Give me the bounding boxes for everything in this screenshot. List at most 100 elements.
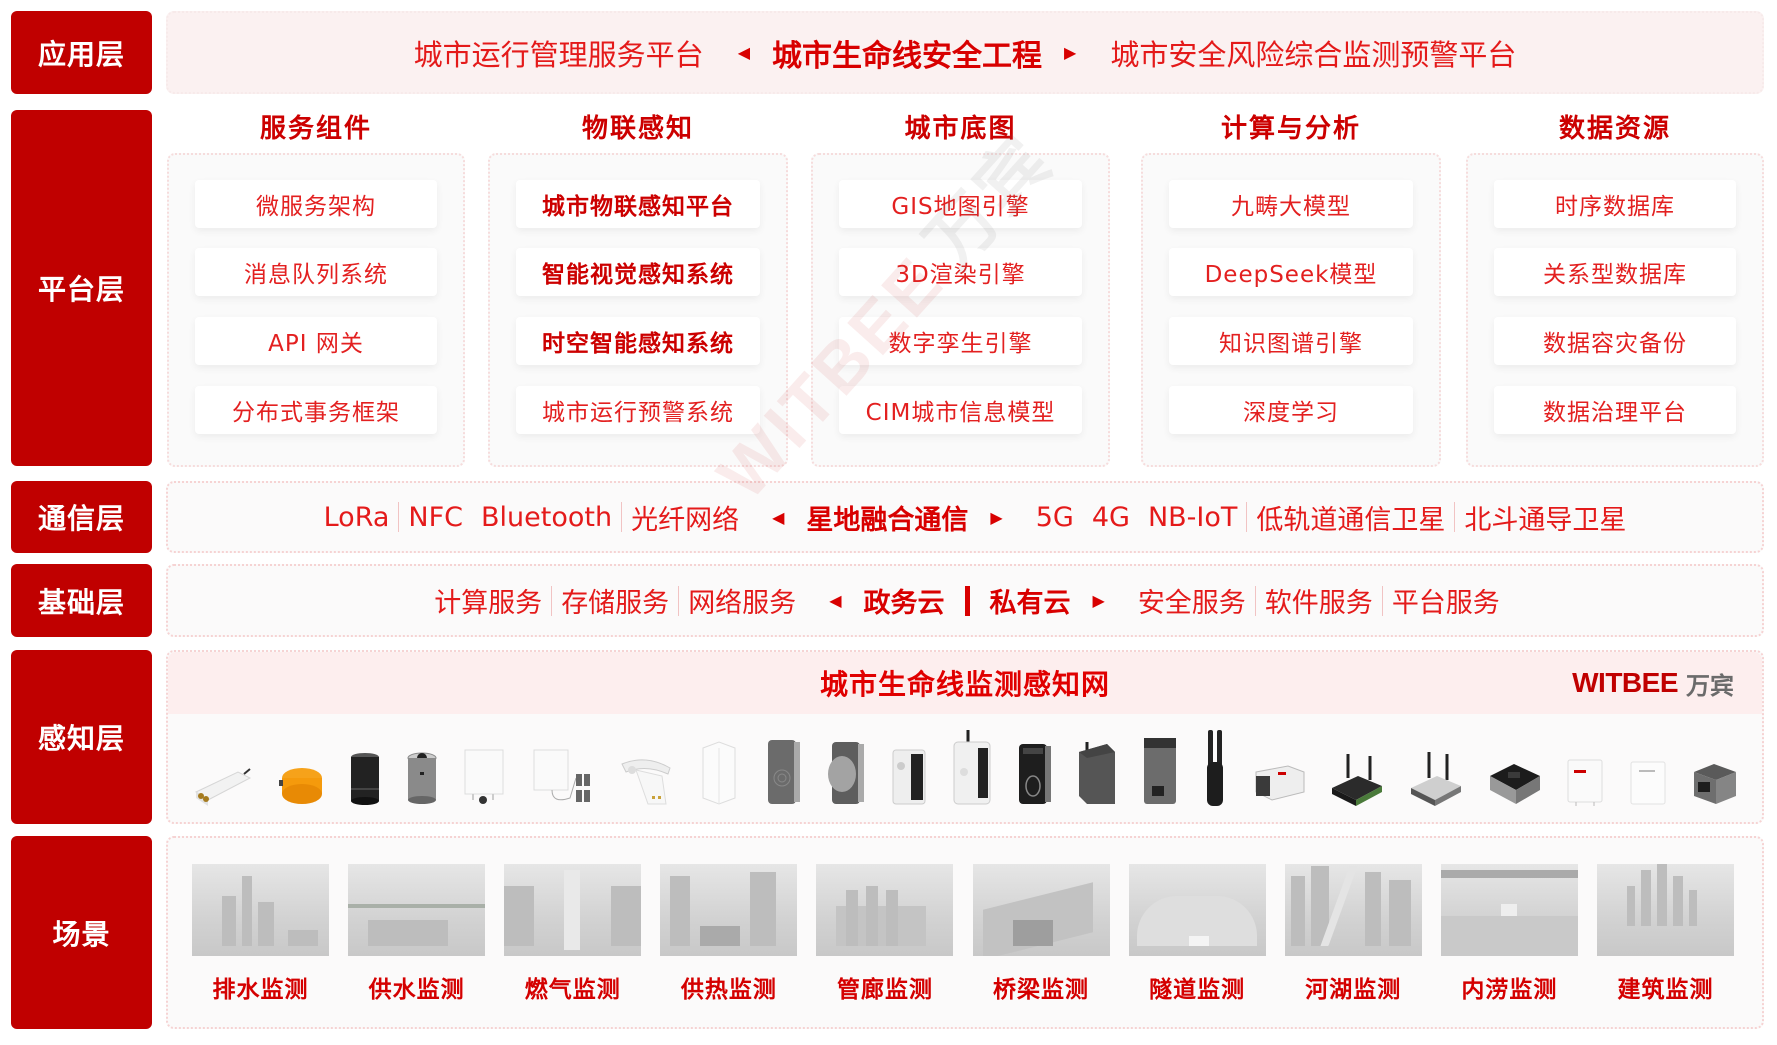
infra-item: 安全服务 [1137,588,1246,619]
scenario-card: 河湖监测 [1284,864,1422,1027]
orange-manhole-sensor-icon [278,768,322,804]
platform-column-box: 时序数据库 关系型数据库 数据容灾备份 数据治理平台 [1466,153,1764,467]
divider [1254,585,1256,616]
gray-ring-sensor-icon [767,740,800,804]
platform-column-title: 服务组件 [259,114,372,144]
platform-item: 知识图谱引擎 [1169,317,1413,365]
drainage-scene-image [192,864,329,956]
comm-item: 低轨道通信卫星 [1256,504,1446,536]
waterlogging-scene-image [1440,864,1578,956]
logo-text-en: WITBEE [1572,667,1678,698]
scenario-card: 供水监测 [348,864,486,1027]
black-ring-sensor-icon [1018,744,1051,804]
comm-item: LoRa [323,501,390,533]
divider [621,502,623,532]
platform-item: 城市运行预警系统 [516,386,760,434]
platform-column-box: 城市物联感知平台 智能视觉感知系统 时空智能感知系统 城市运行预警系统 [488,153,788,467]
black-router-icon [1332,754,1383,806]
platform-column-title: 物联感知 [581,114,694,144]
device-row [178,722,1752,816]
white-panel-logo-icon [1567,759,1603,806]
platform-item: 消息队列系统 [195,248,437,296]
infra-item: 平台服务 [1391,588,1500,619]
scenario-row: 排水监测 供水监测 燃气监测 供热监测 管廊监测 桥梁监测 隧道监测 河湖监测 [168,838,1762,1027]
white-box-probe-icon [464,749,504,804]
lidar-sensor-icon [194,768,252,806]
scenario-card: 燃气监测 [504,864,642,1027]
platform-item: 数据治理平台 [1494,386,1736,434]
brand-logo: WITBEE 万宾 [1572,666,1734,700]
application-panel: 城市运行管理服务平台 ◀ 城市生命线安全工程 ▶ 城市安全风险综合监测预警平台 [166,11,1764,94]
scenario-card: 排水监测 [192,864,329,1027]
arrow-left-icon: ◀ [737,43,750,62]
layer-label-scenarios: 场景 [11,836,152,1029]
divider [551,585,553,616]
scenario-card: 隧道监测 [1128,864,1266,1027]
infra-item: 存储服务 [561,588,670,619]
logo-text-cn: 万宾 [1686,671,1734,700]
communication-panel: LoRa NFC Bluetooth 光纤网络 ◀ 星地融合通信 ▶ 5G 4G… [166,481,1764,553]
divider [1454,502,1456,532]
platform-item: 时空智能感知系统 [516,317,760,365]
scenario-card: 桥梁监测 [972,864,1110,1027]
infra-center: 政务云 [863,588,945,619]
platform-item: 数据容灾备份 [1494,317,1736,365]
gray-tall-unit-icon [1144,738,1177,804]
comm-item: 5G [1035,501,1074,533]
platform-item: CIM城市信息模型 [839,386,1082,434]
water-supply-scene-image [348,864,486,956]
layer-label-perception: 感知层 [11,650,152,824]
tunnel-scene-image [1128,864,1266,956]
platform-column-title: 计算与分析 [1220,114,1361,144]
scenario-card: 供热监测 [660,864,798,1027]
comm-item: NB-IoT [1147,501,1238,533]
platform-item: 分布式事务框架 [195,386,437,434]
layer-label-communication: 通信层 [11,481,152,553]
scenario-label: 建筑监测 [1617,977,1714,1003]
infra-item: 软件服务 [1264,588,1373,619]
white-panel-icon [1630,761,1666,805]
white-tower-sensor-icon [702,741,736,805]
steel-cylinder-sensor-icon [407,752,437,804]
arrow-right-icon: ▶ [990,507,1003,527]
perception-header [168,652,1762,714]
dark-gray-antenna-unit-icon [1079,742,1116,804]
platform-item: 智能视觉感知系统 [516,248,760,296]
platform-item: 微服务架构 [195,180,437,228]
app-item-center: 城市生命线安全工程 [772,38,1042,74]
perception-panel: 城市生命线监测感知网 WITBEE 万宾 [166,650,1764,824]
comm-item: Bluetooth [481,501,613,533]
infra-item: 计算服务 [434,588,543,619]
black-cylinder-sensor-icon [351,753,380,805]
scenario-label: 隧道监测 [1149,977,1246,1003]
arrow-left-icon: ◀ [829,591,842,610]
arrow-left-icon: ◀ [772,507,785,527]
scenario-label: 内涝监测 [1461,977,1558,1003]
river-lake-scene-image [1284,864,1422,956]
bullet-camera-icon [1255,765,1304,801]
platform-item: 城市物联感知平台 [516,180,760,228]
perception-title: 城市生命线监测感知网 [819,668,1110,701]
platform-item: 时序数据库 [1494,180,1736,228]
scenario-label: 供热监测 [680,977,777,1003]
scenario-label: 排水监测 [212,977,309,1003]
divider [678,585,680,616]
bridge-scene-image [972,864,1110,956]
scenario-card: 建筑监测 [1596,864,1734,1027]
layer-label-infrastructure: 基础层 [11,564,152,637]
gas-scene-image [504,864,642,956]
scenario-card: 内涝监测 [1440,864,1578,1027]
comm-item: 光纤网络 [631,504,740,536]
platform-item: 九畴大模型 [1169,180,1413,228]
platform-item: 关系型数据库 [1494,248,1736,296]
arrow-right-icon: ▶ [1092,591,1105,610]
divider [964,585,970,616]
comm-center: 星地融合通信 [806,504,969,536]
comm-item: NFC [408,501,464,533]
gray-cube-unit-icon [1693,764,1736,804]
heating-scene-image [660,864,798,956]
platform-item: 深度学习 [1169,386,1413,434]
scenarios-panel: 排水监测 供水监测 燃气监测 供热监测 管廊监测 桥梁监测 隧道监测 河湖监测 [166,836,1764,1029]
arrow-right-icon: ▶ [1064,43,1077,62]
divider [398,502,400,532]
